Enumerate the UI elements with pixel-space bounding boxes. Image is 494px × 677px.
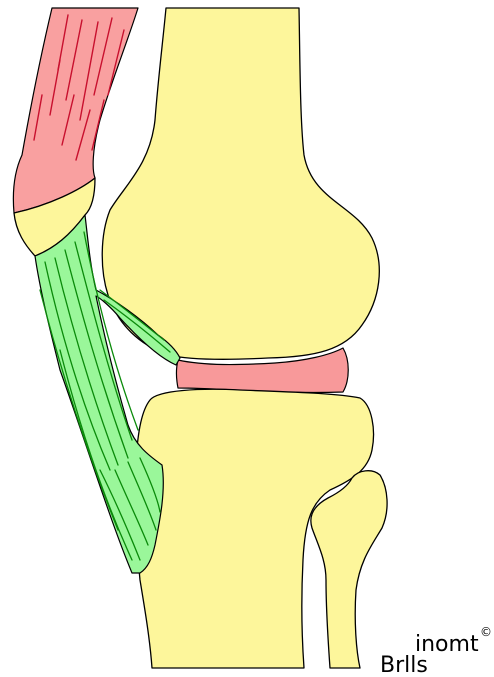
copyright-mark: © <box>480 625 492 639</box>
quadriceps-muscle <box>13 8 138 213</box>
femur-bone <box>102 8 379 359</box>
brand-watermark: inomt Brlls © <box>380 625 492 677</box>
watermark-line2: Brlls <box>380 653 428 677</box>
fibula-bone <box>311 471 387 668</box>
